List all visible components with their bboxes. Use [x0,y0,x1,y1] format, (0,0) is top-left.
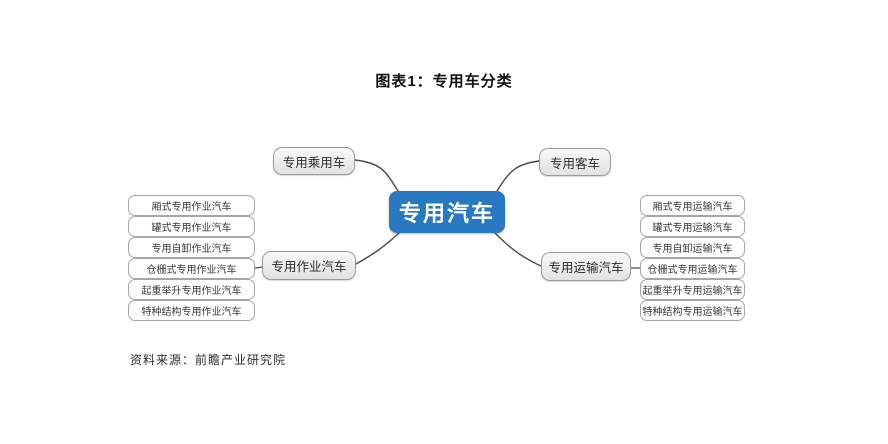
branch-node-work: 专用作业汽车 [262,251,356,280]
root-node-label: 专用汽车 [398,201,495,226]
leaf-transport-item: 厢式专用运输汽车 [640,195,745,216]
connector-passenger [354,159,399,192]
leaf-label: 特种结构专用作业汽车 [141,307,242,318]
leaf-work-item: 仓栅式专用作业汽车 [128,258,255,279]
branch-node-transport: 专用运输汽车 [541,252,631,281]
leaf-label: 起重举升专用运输汽车 [642,286,743,297]
connector-work [355,232,400,265]
leaf-label: 厢式专用运输汽车 [652,202,733,213]
branch-label: 专用运输汽车 [548,261,624,275]
connector-transport [494,232,542,267]
leaf-work-item: 专用自卸作业汽车 [128,237,255,258]
leaf-label: 仓栅式专用作业汽车 [146,265,237,276]
leaf-label: 仓栅式专用运输汽车 [647,265,738,276]
leaf-label: 厢式专用作业汽车 [151,202,232,213]
connector-work-group [254,266,263,269]
leaf-transport-item: 特种结构专用运输汽车 [640,300,745,321]
diagram-title: 图表1：专用车分类 [375,73,513,90]
leaf-work-item: 厢式专用作业汽车 [128,195,255,216]
source-note: 资料来源：前瞻产业研究院 [130,353,287,367]
leaf-work-item: 起重举升专用作业汽车 [128,279,255,300]
leaf-label: 特种结构专用运输汽车 [642,307,743,318]
branch-label: 专用客车 [549,156,600,171]
connector-bus [496,160,540,192]
leaf-transport-item: 专用自卸运输汽车 [640,237,745,258]
leaf-work-item: 特种结构专用作业汽车 [128,300,255,321]
branch-node-passenger: 专用乘用车 [273,147,355,175]
leaf-transport-item: 仓栅式专用运输汽车 [640,258,745,279]
root-node: 专用汽车 [389,191,505,233]
branch-label: 专用乘用车 [282,155,346,170]
leaf-label: 罐式专用作业汽车 [151,223,232,234]
leaf-label: 起重举升专用作业汽车 [141,286,242,297]
leaf-transport-item: 起重举升专用运输汽车 [640,279,745,300]
branch-node-bus: 专用客车 [539,148,611,176]
leaf-label: 罐式专用运输汽车 [652,223,733,234]
branch-label: 专用作业汽车 [271,260,347,274]
leaf-work-item: 罐式专用作业汽车 [128,216,255,237]
leaf-label: 专用自卸作业汽车 [151,244,232,255]
leaf-transport-item: 罐式专用运输汽车 [640,216,745,237]
leaf-label: 专用自卸运输汽车 [652,244,733,255]
